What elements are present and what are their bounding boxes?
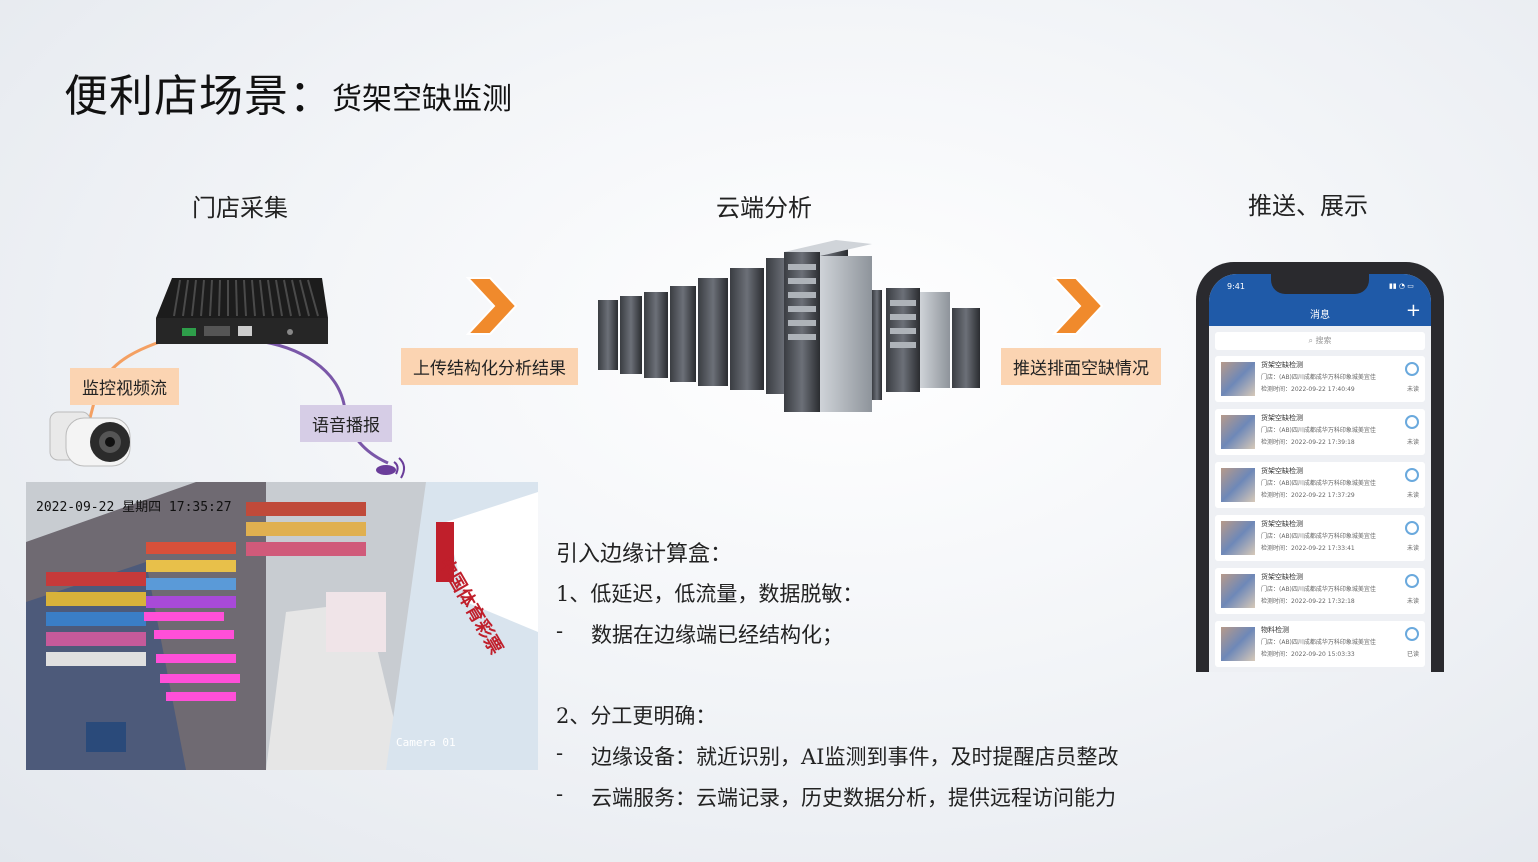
message-status: 已读 xyxy=(1406,651,1419,658)
message-store: 门店：(AB)四川成都成华万科印象城美宜佳 xyxy=(1261,427,1376,434)
message-thumbnail xyxy=(1221,521,1255,555)
detection-icon xyxy=(1405,574,1419,588)
message-item[interactable]: 货架空缺检测 门店：(AB)四川成都成华万科印象城美宜佳 检测时间：2022-0… xyxy=(1215,568,1425,614)
page-subtitle: 货架空缺监测 xyxy=(332,82,512,117)
status-icons: ▮▮ ◔ ▭ xyxy=(1389,282,1414,290)
benefit-item-1: 1、低延迟，低流量，数据脱敏： xyxy=(556,582,864,606)
message-title: 物料检测 xyxy=(1261,626,1289,634)
speaker-icon xyxy=(372,452,412,486)
surveillance-camera-icon xyxy=(46,406,136,482)
search-placeholder: 搜索 xyxy=(1315,336,1332,345)
message-store: 门店：(AB)四川成都成华万科印象城美宜佳 xyxy=(1261,533,1376,540)
add-button[interactable]: + xyxy=(1405,300,1421,321)
edge-computing-box-icon xyxy=(152,276,332,352)
header-title: 消息 xyxy=(1310,310,1330,321)
message-store: 门店：(AB)四川成都成华万科印象城美宜佳 xyxy=(1261,639,1376,646)
page-title: 便利店场景： xyxy=(64,71,334,122)
detection-icon xyxy=(1405,521,1419,535)
monitor-stream-tag: 监控视频流 xyxy=(70,368,179,405)
message-time: 检测时间：2022-09-22 17:33:41 xyxy=(1261,545,1355,552)
upload-result-tag: 上传结构化分析结果 xyxy=(401,348,578,385)
message-time: 检测时间：2022-09-20 15:03:33 xyxy=(1261,651,1355,658)
phone-screen: 9:41 ▮▮ ◔ ▭ 消息 + ⌕ 搜索 货架空缺检测 门店：(AB)四川成都… xyxy=(1209,274,1431,672)
detection-icon xyxy=(1405,362,1419,376)
bullet-dash: - xyxy=(556,619,564,643)
chevron-right-icon xyxy=(465,276,518,340)
phone-notch xyxy=(1271,274,1369,294)
message-thumbnail xyxy=(1221,574,1255,608)
message-store: 门店：(AB)四川成都成华万科印象城美宜佳 xyxy=(1261,586,1376,593)
message-thumbnail xyxy=(1221,415,1255,449)
bullet-dash: - xyxy=(556,741,564,765)
detection-icon xyxy=(1405,415,1419,429)
message-store: 门店：(AB)四川成都成华万科印象城美宜佳 xyxy=(1261,480,1376,487)
message-thumbnail xyxy=(1221,362,1255,396)
message-item[interactable]: 货架空缺检测 门店：(AB)四川成都成华万科印象城美宜佳 检测时间：2022-0… xyxy=(1215,515,1425,561)
message-status: 未读 xyxy=(1406,598,1419,605)
camera-label: Camera 01 xyxy=(396,736,456,749)
benefit-item-1-detail: 数据在边缘端已经结构化； xyxy=(591,623,843,647)
message-title: 货架空缺检测 xyxy=(1261,520,1303,528)
benefit-item-2-detail-1: 边缘设备：就近识别，AI监测到事件，及时提醒店员整改 xyxy=(591,745,1119,769)
message-time: 检测时间：2022-09-22 17:40:49 xyxy=(1261,386,1355,393)
message-item[interactable]: 货架空缺检测 门店：(AB)四川成都成华万科印象城美宜佳 检测时间：2022-0… xyxy=(1215,462,1425,508)
benefit-item-2-detail-2: 云端服务：云端记录，历史数据分析，提供远程访问能力 xyxy=(591,786,1116,810)
voice-broadcast-tag: 语音播报 xyxy=(300,405,392,442)
detection-icon xyxy=(1405,468,1419,482)
message-item[interactable]: 货架空缺检测 门店：(AB)四川成都成华万科印象城美宜佳 检测时间：2022-0… xyxy=(1215,409,1425,455)
stage-push-heading: 推送、展示 xyxy=(1248,192,1368,220)
message-title: 货架空缺检测 xyxy=(1261,414,1303,422)
message-time: 检测时间：2022-09-22 17:37:29 xyxy=(1261,492,1355,499)
camera-feed-image: 2022-09-22 星期四 17:35:27 Camera 01 中国体育彩票 xyxy=(26,482,538,770)
phone-header: 9:41 ▮▮ ◔ ▭ 消息 + xyxy=(1209,274,1431,326)
message-title: 货架空缺检测 xyxy=(1261,467,1303,475)
benefit-item-2: 2、分工更明确： xyxy=(556,704,717,728)
message-item[interactable]: 物料检测 门店：(AB)四川成都成华万科印象城美宜佳 检测时间：2022-09-… xyxy=(1215,621,1425,667)
message-store: 门店：(AB)四川成都成华万科印象城美宜佳 xyxy=(1261,374,1376,381)
message-item[interactable]: 货架空缺检测 门店：(AB)四川成都成华万科印象城美宜佳 检测时间：2022-0… xyxy=(1215,356,1425,402)
camera-timestamp: 2022-09-22 星期四 17:35:27 xyxy=(36,500,232,515)
search-input[interactable]: ⌕ 搜索 xyxy=(1215,332,1425,350)
cloud-server-icon xyxy=(596,238,986,418)
chevron-right-icon xyxy=(1051,276,1104,340)
message-thumbnail xyxy=(1221,627,1255,661)
message-status: 未读 xyxy=(1406,386,1419,393)
message-status: 未读 xyxy=(1406,545,1419,552)
message-title: 货架空缺检测 xyxy=(1261,361,1303,369)
push-situation-tag: 推送排面空缺情况 xyxy=(1001,348,1161,385)
message-status: 未读 xyxy=(1406,439,1419,446)
benefits-heading: 引入边缘计算盒： xyxy=(556,542,733,567)
message-time: 检测时间：2022-09-22 17:32:18 xyxy=(1261,598,1355,605)
stage-cloud-heading: 云端分析 xyxy=(716,194,812,222)
bullet-dash: - xyxy=(556,782,564,806)
status-time: 9:41 xyxy=(1227,282,1245,291)
detection-icon xyxy=(1405,627,1419,641)
message-thumbnail xyxy=(1221,468,1255,502)
message-status: 未读 xyxy=(1406,492,1419,499)
stage-collect-heading: 门店采集 xyxy=(192,194,288,222)
message-title: 货架空缺检测 xyxy=(1261,573,1303,581)
message-time: 检测时间：2022-09-22 17:39:18 xyxy=(1261,439,1355,446)
search-icon: ⌕ xyxy=(1308,336,1316,345)
